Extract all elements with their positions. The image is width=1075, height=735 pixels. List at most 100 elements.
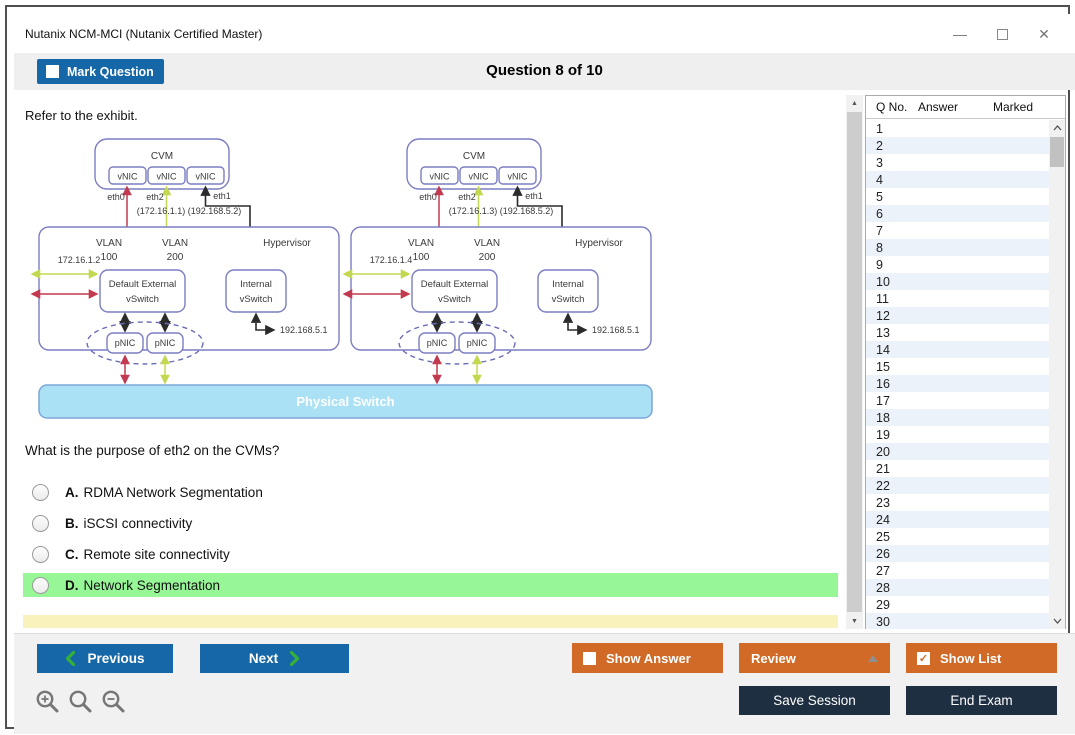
question-list-row[interactable]: 3: [866, 154, 1049, 171]
question-list-row[interactable]: 13: [866, 324, 1049, 341]
answer-option-d[interactable]: D. Network Segmentation: [23, 573, 838, 597]
question-list-row[interactable]: 14: [866, 341, 1049, 358]
list-scroll-up-icon[interactable]: [1049, 120, 1065, 136]
question-list-row[interactable]: 2: [866, 137, 1049, 154]
question-list-row[interactable]: 1: [866, 120, 1049, 137]
question-list-row[interactable]: 17: [866, 392, 1049, 409]
question-number: 21: [876, 461, 890, 476]
list-scroll-down-icon[interactable]: [1049, 613, 1065, 629]
question-number: 20: [876, 444, 890, 459]
zoom-reset-icon[interactable]: [68, 689, 94, 715]
radio-option-c[interactable]: [32, 545, 49, 563]
pnic-box: [106, 332, 144, 354]
vnic-label: vNIC: [118, 172, 139, 182]
question-list-row[interactable]: 9: [866, 256, 1049, 273]
question-list-row[interactable]: 21: [866, 460, 1049, 477]
question-list-row[interactable]: 30: [866, 613, 1049, 629]
default-external-label2: vSwitch: [126, 294, 159, 305]
vlan100-value: 100: [413, 252, 430, 263]
question-list-row[interactable]: 20: [866, 443, 1049, 460]
question-list-row[interactable]: 24: [866, 511, 1049, 528]
column-answer: Answer: [918, 100, 959, 114]
question-list-row[interactable]: 29: [866, 596, 1049, 613]
mark-question-checkbox[interactable]: [46, 65, 59, 78]
next-button[interactable]: Next: [200, 644, 349, 673]
question-list-row[interactable]: 26: [866, 545, 1049, 562]
physical-switch-label: Physical Switch: [296, 394, 394, 409]
question-list-row[interactable]: 8: [866, 239, 1049, 256]
question-list-row[interactable]: 5: [866, 188, 1049, 205]
question-number: 16: [876, 376, 890, 391]
question-list-row[interactable]: 4: [866, 171, 1049, 188]
radio-option-d[interactable]: [32, 576, 49, 594]
question-list-row[interactable]: 19: [866, 426, 1049, 443]
question-number: 5: [876, 189, 883, 204]
scroll-down-icon[interactable]: ▼: [851, 617, 858, 625]
zoom-out-icon[interactable]: [101, 689, 127, 715]
question-list-row[interactable]: 12: [866, 307, 1049, 324]
maximize-button[interactable]: [981, 22, 1023, 46]
scroll-up-icon[interactable]: ▲: [851, 99, 858, 107]
pnic-label: pNIC: [467, 338, 488, 348]
question-list-row[interactable]: 15: [866, 358, 1049, 375]
question-list-row[interactable]: 28: [866, 579, 1049, 596]
question-list-row[interactable]: 6: [866, 205, 1049, 222]
host-ip-label: 172.16.1.2: [58, 255, 101, 265]
option-text: Remote site connectivity: [83, 546, 230, 562]
question-list-row[interactable]: 22: [866, 477, 1049, 494]
scrollbar-thumb[interactable]: [847, 112, 862, 612]
internal-vswitch-box: [225, 269, 287, 313]
eth1-label: eth1: [213, 191, 231, 201]
eth0-label: eth0: [107, 192, 125, 202]
vnic-box: [186, 166, 225, 185]
internal-label2: vSwitch: [240, 294, 273, 305]
list-scrollbar-thumb[interactable]: [1050, 137, 1064, 167]
pnic-box: [458, 332, 496, 354]
mark-question-button[interactable]: Mark Question: [37, 59, 164, 84]
show-list-button[interactable]: ✓ Show List: [906, 643, 1057, 673]
zoom-in-icon[interactable]: [35, 689, 61, 715]
pnic-group-ellipse: [86, 321, 204, 365]
host-ip-label: 172.16.1.4: [370, 255, 413, 265]
previous-button[interactable]: Previous: [37, 644, 173, 673]
question-list-row[interactable]: 25: [866, 528, 1049, 545]
pnic-label: pNIC: [155, 338, 176, 348]
answer-option-b[interactable]: B. iSCSI connectivity: [23, 511, 838, 535]
answer-option-c[interactable]: C. Remote site connectivity: [23, 542, 838, 566]
answer-option-a[interactable]: A. RDMA Network Segmentation: [23, 480, 838, 504]
radio-option-b[interactable]: [32, 514, 49, 532]
default-external-label: Default External: [421, 279, 489, 290]
radio-option-a[interactable]: [32, 483, 49, 501]
show-answer-button[interactable]: Show Answer: [572, 643, 723, 673]
vnic-label: vNIC: [430, 172, 451, 182]
question-list-row[interactable]: 23: [866, 494, 1049, 511]
cvm-label: CVM: [151, 151, 173, 162]
question-number: 23: [876, 495, 890, 510]
question-list-row[interactable]: 16: [866, 375, 1049, 392]
review-button[interactable]: Review: [739, 643, 890, 673]
default-external-vswitch-box: [411, 269, 498, 313]
question-list-scrollbar[interactable]: [1049, 120, 1065, 629]
internal-ip-label: 192.168.5.1: [280, 325, 328, 335]
minimize-button[interactable]: —: [939, 22, 981, 46]
save-session-button[interactable]: Save Session: [739, 686, 890, 715]
close-button[interactable]: ✕: [1023, 22, 1065, 46]
internal-label2: vSwitch: [552, 294, 585, 305]
internal-ip-label: 192.168.5.1: [592, 325, 640, 335]
content-scrollbar[interactable]: ▲ ▼: [846, 95, 863, 629]
chevron-left-icon: [66, 651, 76, 666]
question-list-row[interactable]: 10: [866, 273, 1049, 290]
end-exam-button[interactable]: End Exam: [906, 686, 1057, 715]
question-list-row[interactable]: 27: [866, 562, 1049, 579]
next-option-partial-row: [23, 615, 838, 628]
question-list-row[interactable]: 18: [866, 409, 1049, 426]
question-list-row[interactable]: 7: [866, 222, 1049, 239]
question-list-row[interactable]: 11: [866, 290, 1049, 307]
show-answer-checkbox[interactable]: [583, 651, 596, 665]
vnic-box: [420, 166, 459, 185]
question-number: 1: [876, 121, 883, 136]
next-label: Next: [248, 651, 279, 666]
show-list-checkbox[interactable]: ✓: [917, 651, 930, 665]
